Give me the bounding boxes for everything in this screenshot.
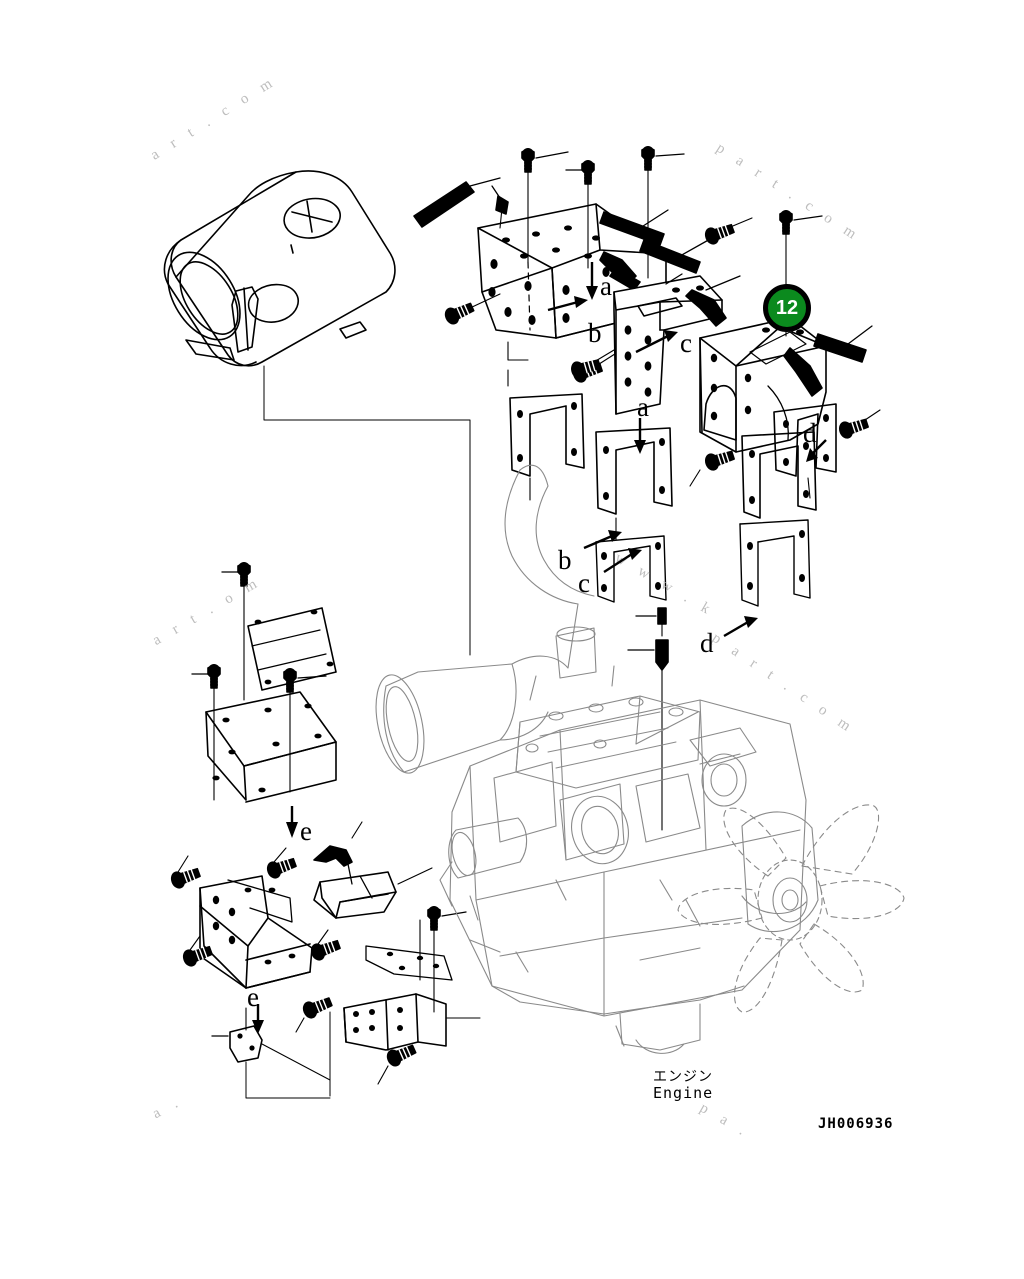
callout-letter-d: d bbox=[700, 628, 714, 658]
callout-letter-a: a bbox=[600, 271, 612, 301]
callout-letter-b: b bbox=[558, 545, 572, 575]
callout-letter-e: e bbox=[300, 816, 312, 846]
highlight-marker-number: 12 bbox=[775, 296, 799, 319]
engine-label-japanese: エンジン bbox=[653, 1069, 713, 1085]
callout-letter-c: c bbox=[578, 568, 590, 598]
callout-letter-c: c bbox=[680, 328, 692, 358]
highlight-marker-12[interactable]: 12 bbox=[763, 284, 811, 332]
callout-letter-b: b bbox=[588, 318, 602, 348]
callout-letter-e: e bbox=[247, 982, 259, 1012]
callout-letter-d: d bbox=[803, 418, 817, 448]
part-code: JH006936 bbox=[818, 1116, 894, 1132]
callout-letter-a: a bbox=[637, 392, 649, 422]
engine-label-english: Engine bbox=[653, 1084, 714, 1102]
